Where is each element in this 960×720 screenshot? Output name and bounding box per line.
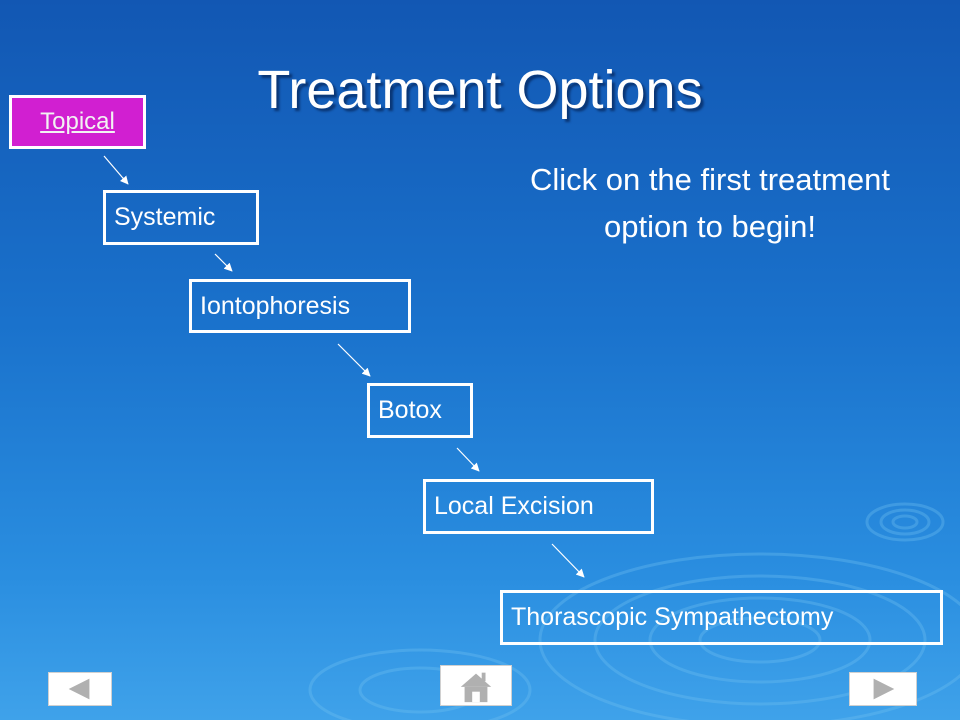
- step-local-excision: Local Excision: [423, 479, 654, 534]
- step-topical[interactable]: Topical: [9, 95, 146, 149]
- back-button[interactable]: [48, 672, 112, 706]
- instruction-line-1: Click on the first treatment: [529, 162, 891, 197]
- arrow-topical-to-systemic: [103, 155, 129, 185]
- step-iontophoresis: Iontophoresis: [189, 279, 411, 333]
- triangle-left-icon: [68, 678, 90, 700]
- instruction-text: Click on the first treatment option to b…: [470, 156, 950, 250]
- arrow-systemic-to-iontophoresis: [214, 253, 233, 272]
- step-systemic: Systemic: [103, 190, 259, 245]
- step-thorascopic-sympathectomy-label: Thorascopic Sympathectomy: [511, 603, 834, 631]
- forward-button[interactable]: [849, 672, 917, 706]
- step-botox-label: Botox: [378, 396, 442, 424]
- instruction-line-2: option to begin!: [603, 209, 816, 244]
- house-icon: [460, 672, 492, 703]
- step-thorascopic-sympathectomy: Thorascopic Sympathectomy: [500, 590, 943, 645]
- step-iontophoresis-label: Iontophoresis: [200, 291, 351, 320]
- step-systemic-label: Systemic: [114, 203, 216, 231]
- arrow-iontophoresis-to-botox: [337, 343, 371, 377]
- triangle-right-icon: [873, 678, 895, 700]
- step-local-excision-label: Local Excision: [434, 492, 594, 520]
- step-botox: Botox: [367, 383, 473, 438]
- arrow-local-excision-to-thorascopic: [551, 543, 585, 578]
- topical-link[interactable]: Topical: [40, 108, 115, 135]
- slide-title: Treatment Options: [257, 60, 703, 120]
- home-button[interactable]: [440, 665, 512, 706]
- arrow-botox-to-local-excision: [456, 447, 480, 472]
